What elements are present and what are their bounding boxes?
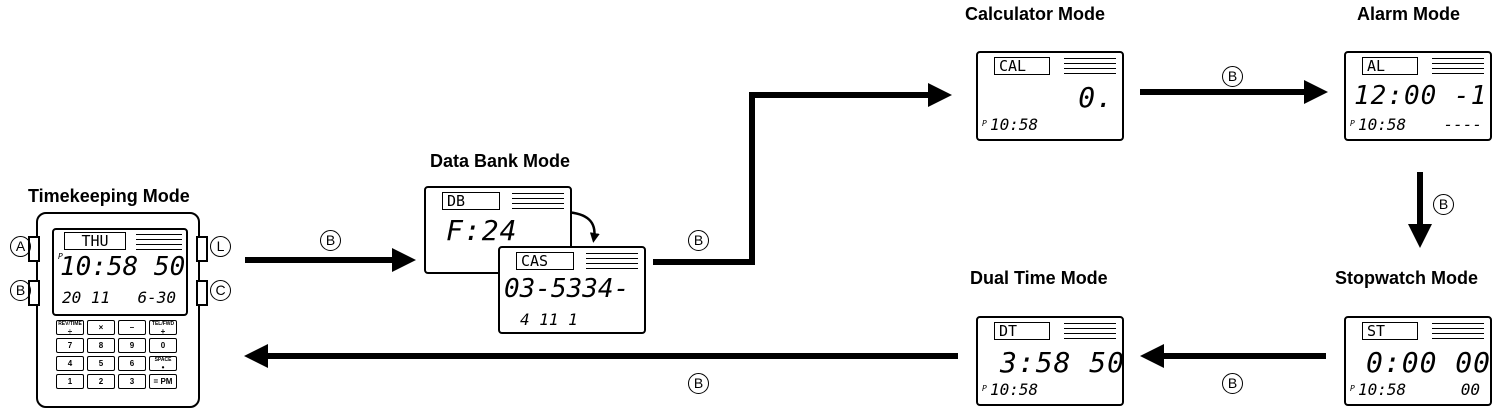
key-label: • (161, 363, 165, 372)
header-lines (512, 193, 564, 211)
header-lines (1064, 58, 1116, 76)
timekeeping-mode-title: Timekeeping Mode (28, 186, 190, 206)
watch-body: THU P 10:58 50 20 11 6-30 REV/TIME÷×–TEL… (28, 212, 208, 408)
stopwatch-time: 10:58 (1358, 380, 1407, 399)
databank-card2-header: CAS (516, 252, 574, 270)
keypad-key[interactable]: 3 (118, 374, 146, 389)
dualtime-value: 3:58 50 (1000, 346, 1124, 379)
pm-indicator: P (982, 384, 987, 393)
keypad-key[interactable]: 2 (87, 374, 115, 389)
databank-header: DB (442, 192, 500, 210)
button-l[interactable] (196, 236, 208, 262)
keypad-key[interactable]: = PM (149, 374, 177, 389)
arrow-b-label: B (1222, 373, 1243, 394)
header-lines (1432, 323, 1484, 341)
button-c[interactable] (196, 280, 208, 306)
calculator-mode-title: Calculator Mode (965, 4, 1106, 24)
arrow-b-label: B (1222, 66, 1243, 87)
key-label: + (160, 327, 166, 336)
arrow-b-label: B (688, 230, 709, 251)
button-a-label: A (10, 236, 31, 257)
arrow-databank-to-calculator (653, 83, 952, 265)
keypad-key[interactable]: 9 (118, 338, 146, 353)
key-sublabel: REV/TIME (58, 321, 82, 327)
dualtime-header: DT (994, 322, 1050, 340)
stopwatch-value: 0:00 00 (1366, 346, 1492, 379)
keypad-key[interactable]: 7 (56, 338, 84, 353)
stopwatch-mode-title: Stopwatch Mode (1335, 268, 1478, 288)
date-display: 6-30 (137, 288, 176, 307)
calculator-header: CAL (994, 57, 1050, 75)
header-lines (136, 234, 182, 250)
key-sublabel: TEL/FWD (151, 321, 175, 327)
alarm-header: AL (1362, 57, 1418, 75)
day-header: THU (64, 232, 126, 250)
keypad-key[interactable]: 1 (56, 374, 84, 389)
header-lines (1064, 323, 1116, 341)
alarm-value: 12:00 -1 (1354, 81, 1488, 111)
calculator-time: 10:58 (990, 115, 1039, 134)
keypad-key[interactable]: × (87, 320, 115, 335)
keypad-key[interactable]: REV/TIME÷ (56, 320, 84, 336)
alarm-display: AL 12:00 -1 P 10:58 ---- (1344, 51, 1492, 141)
alarm-mode-title: Alarm Mode (1357, 4, 1461, 24)
key-label: ÷ (67, 327, 73, 336)
databank-mode-title: Data Bank Mode (430, 151, 571, 171)
keypad-key[interactable]: 6 (118, 356, 146, 371)
dualtime-time: 10:58 (990, 380, 1039, 399)
arrow-b-label: B (688, 373, 709, 394)
keypad-key[interactable]: – (118, 320, 146, 335)
keypad-key[interactable]: 0 (149, 338, 177, 353)
year-month: 20 11 (62, 288, 111, 307)
pm-indicator: P (982, 119, 987, 128)
dualtime-mode-title: Dual Time Mode (970, 268, 1108, 288)
header-lines (586, 253, 638, 271)
alarm-time: 10:58 (1358, 115, 1407, 134)
databank-value: F:24 (446, 214, 518, 247)
key-sublabel: SPACE (154, 357, 172, 363)
stopwatch-display: ST 0:00 00 P 10:58 00 (1344, 316, 1492, 406)
alarm-sub: ---- (1443, 115, 1482, 134)
calculator-display: CAL 0. P 10:58 (976, 51, 1124, 141)
pm-indicator: P (58, 252, 63, 261)
pm-indicator: P (1350, 384, 1355, 393)
stopwatch-header: ST (1362, 322, 1418, 340)
button-c-label: C (210, 280, 231, 301)
calculator-value: 0. (1078, 81, 1114, 114)
keypad-key[interactable]: 5 (87, 356, 115, 371)
keypad-key[interactable]: 8 (87, 338, 115, 353)
keypad-key[interactable]: SPACE• (149, 356, 177, 372)
pm-indicator: P (1350, 119, 1355, 128)
arrow-b-label: B (1433, 194, 1454, 215)
header-lines (1432, 58, 1484, 76)
button-l-label: L (210, 236, 231, 257)
keypad-key[interactable]: 4 (56, 356, 84, 371)
databank-card-2: CAS 03-5334- 4 11 1 (498, 246, 646, 334)
dualtime-display: DT 3:58 50 P 10:58 (976, 316, 1124, 406)
keypad-key[interactable]: TEL/FWD+ (149, 320, 177, 336)
arrow-b-label: B (320, 230, 341, 251)
databank-sub: 4 11 1 (520, 310, 578, 329)
databank-phone: 03-5334- (504, 274, 630, 304)
watch-screen: THU P 10:58 50 20 11 6-30 (52, 228, 188, 316)
button-b-label: B (10, 280, 31, 301)
time-display: 10:58 50 (60, 252, 186, 282)
stopwatch-sub: 00 (1460, 380, 1480, 399)
